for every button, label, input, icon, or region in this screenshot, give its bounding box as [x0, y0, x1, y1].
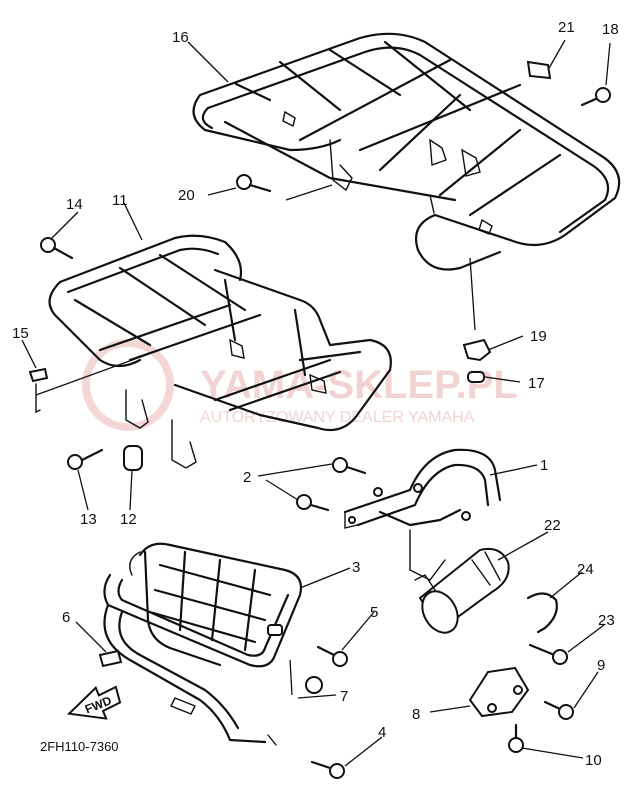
front-rack-bolt-13 — [67, 448, 104, 470]
lower-guard — [103, 542, 303, 746]
part-number: 12 — [120, 511, 137, 528]
guard-bolt-5 — [316, 645, 348, 667]
watermark: YAMA-SKLEP.PL AUTORYZOWANY DEALER YAMAHA — [82, 339, 518, 431]
watermark-subtitle: AUTORYZOWANY DEALER YAMAHA — [200, 409, 475, 426]
spacer-17 — [467, 371, 485, 383]
rack-bolt-18 — [580, 87, 611, 107]
winch-motor — [414, 547, 510, 634]
plate-bolt-9 — [543, 700, 574, 720]
plate-bolt-10 — [508, 723, 524, 753]
part-numbers: 1 2 3 4 5 6 7 8 9 10 11 12 13 14 15 16 1… — [12, 19, 619, 769]
clip-19 — [462, 338, 492, 362]
part-number: 13 — [80, 511, 97, 528]
rack-label — [526, 60, 552, 80]
motor-clip — [526, 592, 558, 634]
part-number: 20 — [178, 187, 195, 204]
part-number: 16 — [172, 29, 189, 46]
part-number: 6 — [62, 609, 70, 626]
rear-carrier-rack — [192, 32, 621, 271]
front-rack-bolt-14 — [40, 237, 74, 260]
leader-lines — [21, 39, 611, 767]
front-rack-collar — [123, 445, 143, 471]
watermark-logo-icon — [82, 339, 174, 431]
forward-arrow-icon: FWD — [66, 685, 122, 720]
part-number: 18 — [602, 21, 619, 38]
diagram-code: 2FH110-7360 — [40, 739, 119, 754]
watermark-title: YAMA-SKLEP.PL — [200, 363, 518, 407]
part-number: 10 — [585, 752, 602, 769]
part-number: 11 — [112, 192, 128, 209]
part-number: 4 — [378, 724, 386, 741]
mount-plate — [468, 666, 530, 718]
part-number: 14 — [66, 196, 83, 213]
front-rack-label — [28, 367, 49, 383]
part-number: 1 — [540, 457, 548, 474]
part-number: 2 — [243, 469, 251, 486]
guard-label — [98, 649, 123, 668]
part-number: 9 — [597, 657, 605, 674]
part-number: 15 — [12, 325, 29, 342]
guard-nut-7 — [305, 676, 323, 694]
part-number: 5 — [370, 604, 378, 621]
part-number: 23 — [598, 612, 615, 629]
part-number: 22 — [544, 517, 561, 534]
guard-bolt-4 — [310, 760, 345, 779]
part-number: 19 — [530, 328, 547, 345]
part-number: 17 — [528, 375, 545, 392]
part-number: 7 — [340, 688, 348, 705]
part-number: 21 — [558, 19, 575, 36]
bracket-bolts — [296, 457, 367, 512]
part-number: 8 — [412, 706, 420, 723]
part-number: 3 — [352, 559, 360, 576]
part-number: 24 — [577, 561, 594, 578]
motor-bolt-23 — [528, 643, 568, 665]
rack-bolt-20 — [236, 174, 272, 193]
bracket-assembly — [343, 448, 502, 581]
